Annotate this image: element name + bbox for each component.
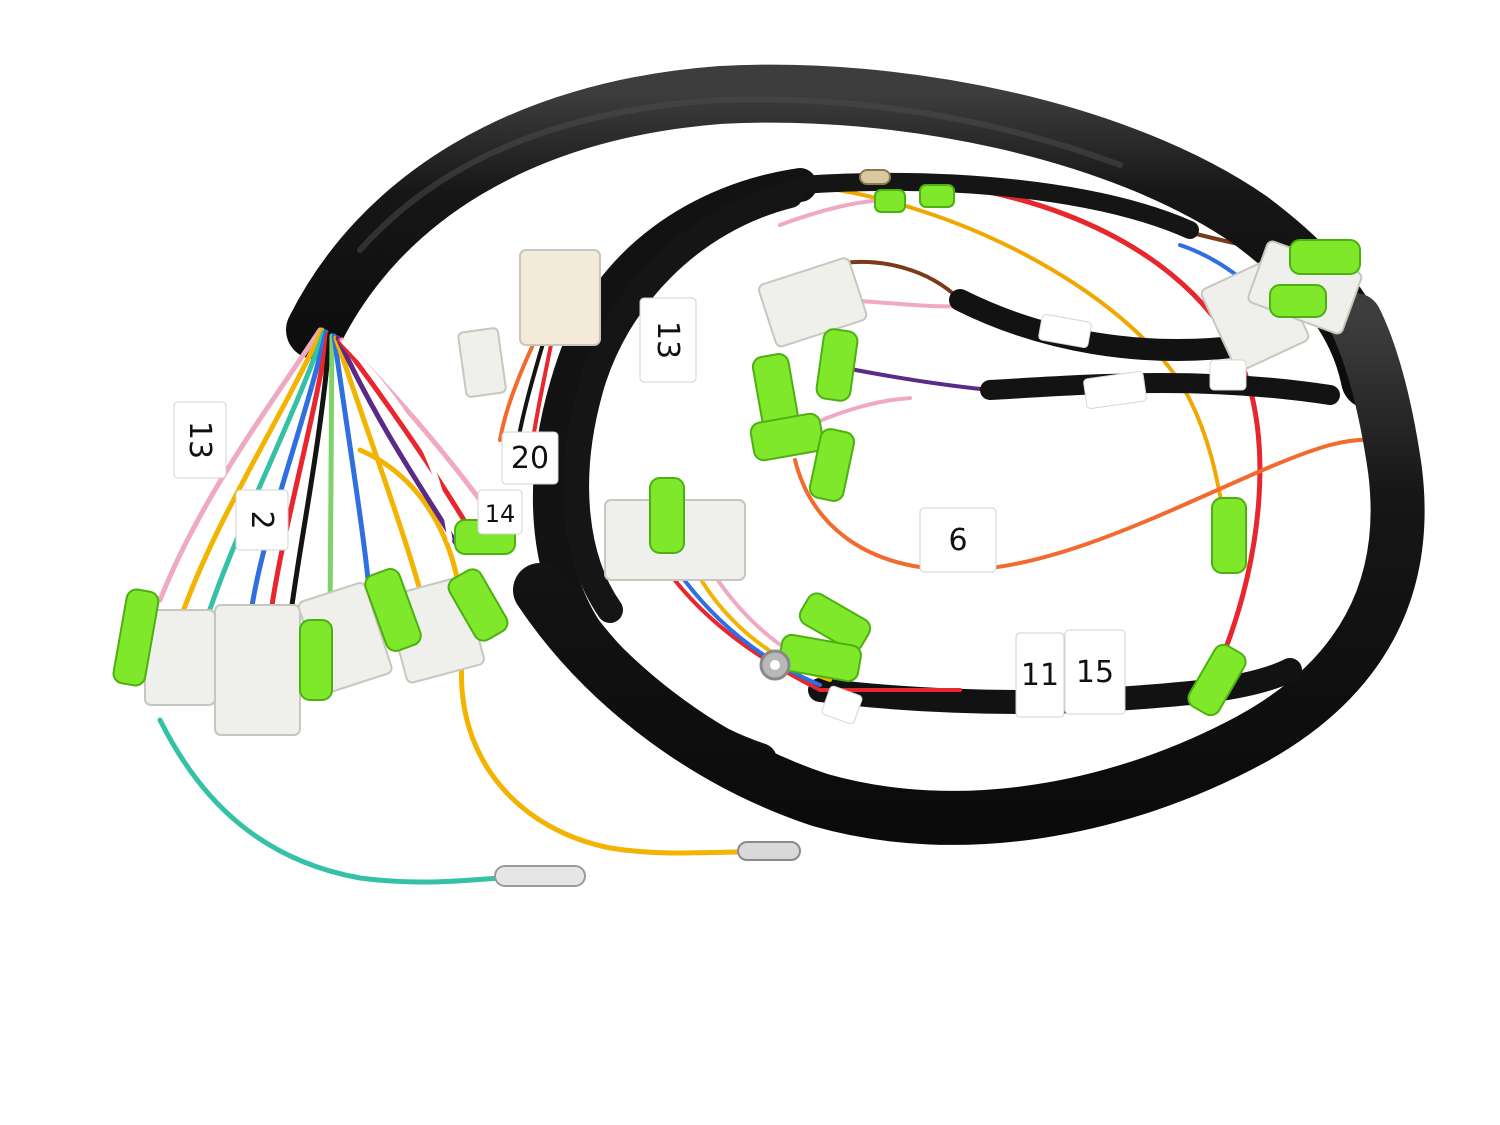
green-connector-17 <box>874 189 906 213</box>
left-wire-fan <box>157 327 483 643</box>
tag-11: 11 <box>1015 632 1065 718</box>
tag-13-left-text: 13 <box>182 421 217 459</box>
green-connector-12 <box>1289 239 1361 275</box>
green-connector-15 <box>798 592 872 652</box>
wire-orange-loop <box>793 437 1420 573</box>
green-connector-8 <box>815 328 859 402</box>
sheath-highlight <box>357 96 1123 253</box>
green-connector-3 <box>364 568 422 652</box>
label-tags: 13 2 13 20 14 6 11 15 <box>173 297 1126 718</box>
tag-2: 2 <box>235 489 289 551</box>
green-connector-1 <box>112 588 160 687</box>
wire-fan-green <box>327 333 335 623</box>
bullet-terminals <box>494 169 891 887</box>
green-connector-9 <box>749 412 825 462</box>
tag-6: 6 <box>919 507 997 573</box>
wire-fan-red-2 <box>337 337 473 533</box>
sheath-middle-branch <box>949 289 1261 361</box>
tag-20-text: 20 <box>511 441 549 476</box>
wire-fan-black <box>287 331 333 623</box>
green-connector-11 <box>1211 497 1247 574</box>
connector-white-upper-mid <box>757 257 868 348</box>
tag-20: 20 <box>501 431 559 485</box>
green-connector-5 <box>447 568 509 642</box>
connector-white-top-20 <box>519 249 601 346</box>
tag-14-text: 14 <box>485 500 516 528</box>
tape-bands <box>821 313 1247 725</box>
tag-13-top-text: 13 <box>650 321 685 359</box>
bullet-terminal-top <box>859 169 891 185</box>
tag-13-top: 13 <box>639 297 697 383</box>
sheath-bottom-sweep <box>513 293 1425 845</box>
tape-band-3 <box>1038 313 1092 349</box>
green-connector-18 <box>919 184 955 208</box>
green-connector-13 <box>1269 284 1327 318</box>
tag-6-text: 6 <box>948 523 967 558</box>
tag-2-text: 2 <box>244 510 279 529</box>
wire-fan-white <box>341 339 453 543</box>
wire-cc-blue <box>668 558 822 687</box>
tag-13-left: 13 <box>173 401 227 479</box>
ring-terminal-hole <box>770 660 780 670</box>
connector-white-left-2 <box>214 604 301 736</box>
green-connector-14 <box>1187 643 1247 717</box>
sheath-middle-branch-2 <box>980 373 1340 405</box>
tag-11-text: 11 <box>1021 658 1059 693</box>
green-connector-6 <box>649 477 685 554</box>
wire-fan-blue-2 <box>331 333 373 603</box>
sheath-inner-strand <box>563 182 803 623</box>
wire-fan-blue <box>247 329 329 623</box>
green-connector-2 <box>299 619 333 701</box>
tape-band-2 <box>1209 359 1247 391</box>
green-connectors <box>112 184 1361 717</box>
tag-14: 14 <box>477 489 523 535</box>
green-connector-10 <box>808 428 856 502</box>
tag-15-text: 15 <box>1076 655 1114 690</box>
wire-fan-teal <box>197 329 327 643</box>
sheath-top-strand <box>791 173 1199 239</box>
wire-yellow-long <box>357 447 743 856</box>
tape-band-4 <box>821 685 863 725</box>
connector-white-small <box>457 327 507 398</box>
wire-fan-red <box>267 331 331 623</box>
wire-fan-pink <box>157 327 323 603</box>
wire-fan-yellow <box>177 327 325 623</box>
tag-15: 15 <box>1064 629 1126 715</box>
bullet-terminal-yellow <box>737 841 801 861</box>
bullet-terminal-teal <box>494 865 586 887</box>
wire-cc-red <box>658 558 822 692</box>
wire-teal-long <box>157 717 503 885</box>
wire-fan-yellow-2 <box>333 335 423 593</box>
tape-band-1 <box>1083 370 1147 410</box>
